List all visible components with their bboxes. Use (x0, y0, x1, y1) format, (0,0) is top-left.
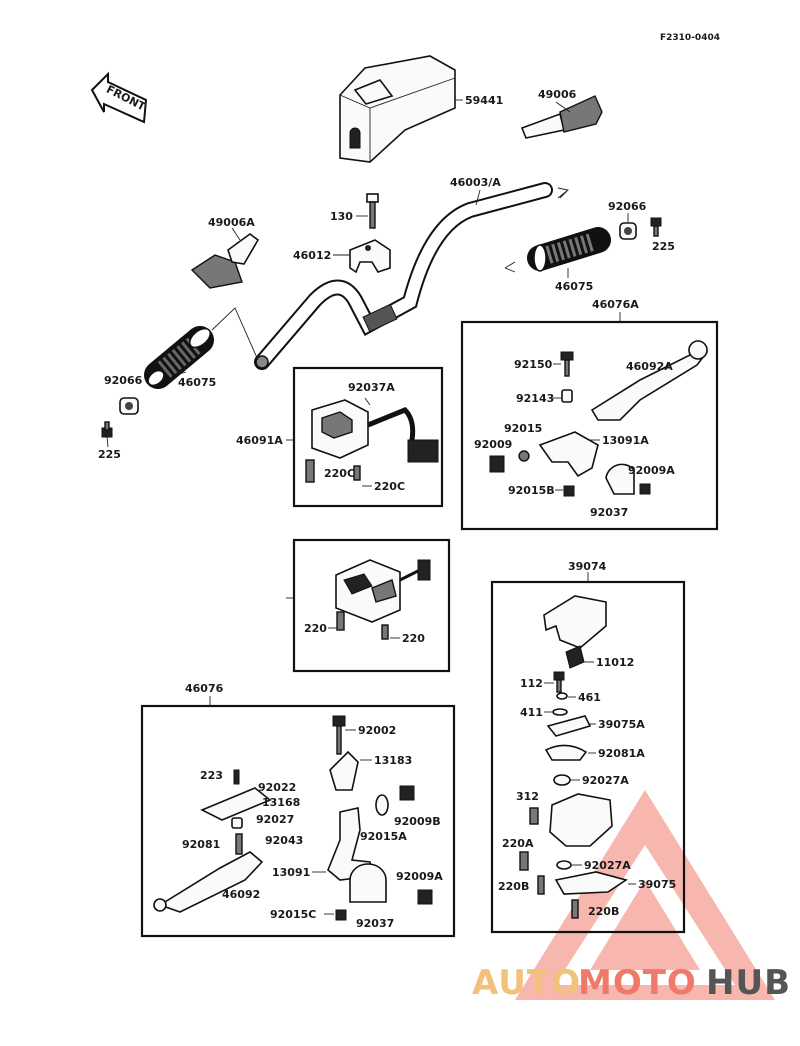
front-arrow-icon: FRONT (90, 71, 148, 124)
label-cover: 59441 (465, 94, 503, 107)
label-ll-nut-a: 92015A (360, 830, 407, 843)
label-tc-bolt: 112 (520, 677, 543, 690)
grip-left-part (144, 326, 214, 389)
label-tc-collar2: 92027A (584, 859, 631, 872)
label-ll-screw223: 223 (200, 769, 223, 782)
box-switch-upper (292, 366, 444, 508)
label-box-lever-right: 46076A (592, 298, 639, 311)
label-ll-holder: 13091 (272, 866, 310, 879)
label-ra-screw: 92009 (474, 438, 512, 451)
label-grip-49006: 49006 (538, 88, 577, 101)
label-ra-bolt: 92150 (514, 358, 553, 371)
handlebar-part (254, 182, 553, 370)
watermark-logo-icon (515, 790, 775, 1000)
cover-part (339, 55, 456, 163)
label-tc-screw220a: 220A (502, 837, 534, 850)
holder-46012-part (349, 239, 391, 274)
label-sw-b-screw1: 220 (304, 622, 327, 635)
label-ll-pin: 92043 (265, 834, 303, 847)
box-switch-lower (292, 538, 451, 673)
label-sw-a-screw1: 220C (324, 467, 355, 480)
label-sw-a-cable: 92037A (348, 381, 395, 394)
label-tc-spring: 92081A (598, 747, 645, 760)
grip-49006-part (520, 95, 603, 139)
label-screw-left: 225 (98, 448, 121, 461)
box-lever-right (460, 320, 719, 531)
label-ra-collar: 92143 (516, 392, 554, 405)
label-box-lever-left: 46076 (185, 682, 224, 695)
label-box-switch-upper: 46091A (236, 434, 283, 447)
label-ra-lever: 46092A (626, 360, 673, 373)
label-ra-holder: 13091A (602, 434, 649, 447)
label-tc-screw220b: 220B (498, 880, 529, 893)
label-bolt-130: 130 (330, 210, 353, 223)
figure-code: F2310-0404 (660, 33, 720, 43)
label-ll-plate: 13168 (262, 796, 300, 809)
grip-right-part (527, 227, 611, 272)
label-tc-plate: 39075A (598, 718, 645, 731)
label-tc-collar: 92027A (582, 774, 629, 787)
collar-right-part (619, 222, 637, 240)
label-sw-b-screw2: 220 (402, 632, 425, 645)
label-box-throttle-case: 39074 (568, 560, 607, 573)
label-ll-spring: 92081 (182, 838, 220, 851)
label-holder: 46012 (293, 249, 331, 262)
label-ra-clamp: 92037 (590, 506, 628, 519)
label-ll-washer: 92022 (258, 781, 296, 794)
label-tc-pulley: 11012 (596, 656, 634, 669)
grip-49006a-part (190, 233, 260, 289)
label-grip-left: 46075 (178, 376, 216, 389)
throttle-case-part (519, 595, 628, 919)
label-tc-washer461: 461 (578, 691, 601, 704)
switch-lower-part (335, 559, 431, 640)
label-tc-washer411: 411 (520, 706, 543, 719)
label-ra-screw-b: 92009A (628, 464, 675, 477)
watermark-text: AUTO MOTO HUB (472, 963, 791, 1003)
label-tc-lever: 39075 (638, 878, 676, 891)
label-grip-right: 46075 (555, 280, 593, 293)
label-ll-collar: 92027 (256, 813, 294, 826)
label-handlebar: 46003/A (450, 176, 501, 189)
svg-text:HUB: HUB (706, 963, 791, 1003)
collar-left-part (119, 397, 139, 415)
label-ra-nut-b: 92015B (508, 484, 555, 497)
label-sw-a-screw2: 220C (374, 480, 405, 493)
label-collar-left: 92066 (104, 374, 143, 387)
svg-text:AUTO: AUTO (472, 963, 581, 1003)
label-ll-clamp: 92037 (356, 917, 394, 930)
box-lever-left (140, 704, 456, 938)
switch-upper-part (305, 399, 439, 483)
screw-right-part (650, 217, 662, 237)
label-ll-screw-b: 92009B (394, 815, 441, 828)
label-ll-nut-c: 92015C (270, 908, 316, 921)
label-tc-screw220b2: 220B (588, 905, 619, 918)
label-ra-nut: 92015 (504, 422, 542, 435)
bolt-130-part (366, 193, 379, 229)
lever-right-part (489, 340, 709, 497)
label-ll-bolt: 92002 (358, 724, 396, 737)
label-ll-bracket: 13183 (374, 754, 412, 767)
svg-text:MOTO: MOTO (578, 963, 697, 1003)
label-collar-right: 92066 (608, 200, 647, 213)
label-ll-lever: 46092 (222, 888, 260, 901)
label-grip-49006a: 49006A (208, 216, 255, 229)
label-screw-right: 225 (652, 240, 675, 253)
screw-left-part (101, 421, 113, 438)
label-ll-screw-a: 92009A (396, 870, 443, 883)
lever-left-part (153, 715, 433, 921)
label-tc-screw312: 312 (516, 790, 539, 803)
